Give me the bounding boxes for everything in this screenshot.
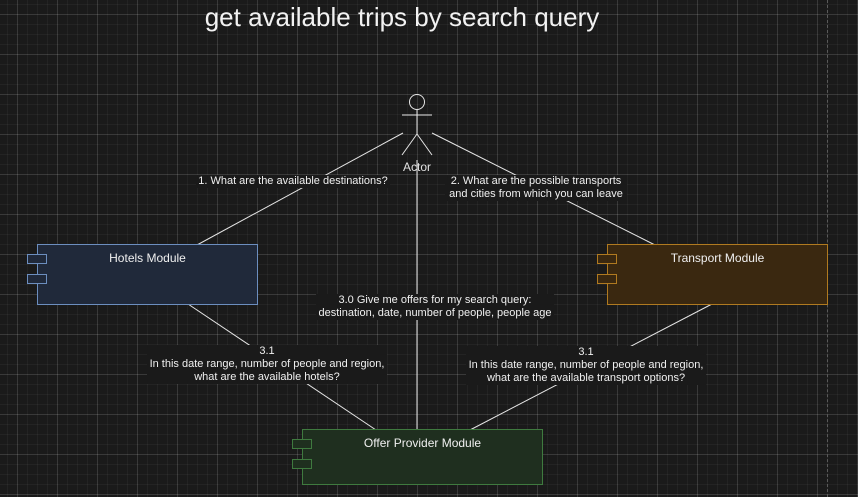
actor-label: Actor [402, 160, 431, 174]
edge-actor-hotels[interactable] [196, 132, 404, 246]
edge-label-transport-query: 3.1 In this date range, number of people… [466, 346, 706, 385]
offer-provider-module-port-icon [292, 439, 312, 449]
transport-module-port-icon [597, 254, 617, 264]
hotels-module-port-icon [27, 254, 47, 264]
transport-module-title: Transport Module [670, 251, 765, 265]
hotels-module[interactable]: Hotels Module [37, 244, 258, 305]
transport-module-port-icon [597, 274, 617, 284]
actor-icon[interactable] [401, 94, 433, 156]
diagram-title: get available trips by search query [204, 2, 600, 32]
offer-provider-module[interactable]: Offer Provider Module [302, 429, 543, 485]
edge-label-transports: 2. What are the possible transports and … [445, 175, 627, 201]
hotels-module-port-icon [27, 274, 47, 284]
transport-module[interactable]: Transport Module [607, 244, 828, 305]
hotels-module-title: Hotels Module [109, 251, 186, 265]
edge-label-destinations: 1. What are the available destinations? [196, 175, 390, 188]
edge-label-hotels-query: 3.1 In this date range, number of people… [147, 345, 387, 384]
offer-provider-module-port-icon [292, 459, 312, 469]
offer-provider-module-title: Offer Provider Module [363, 436, 482, 450]
edge-label-offers-query: 3.0 Give me offers for my search query: … [316, 294, 554, 320]
